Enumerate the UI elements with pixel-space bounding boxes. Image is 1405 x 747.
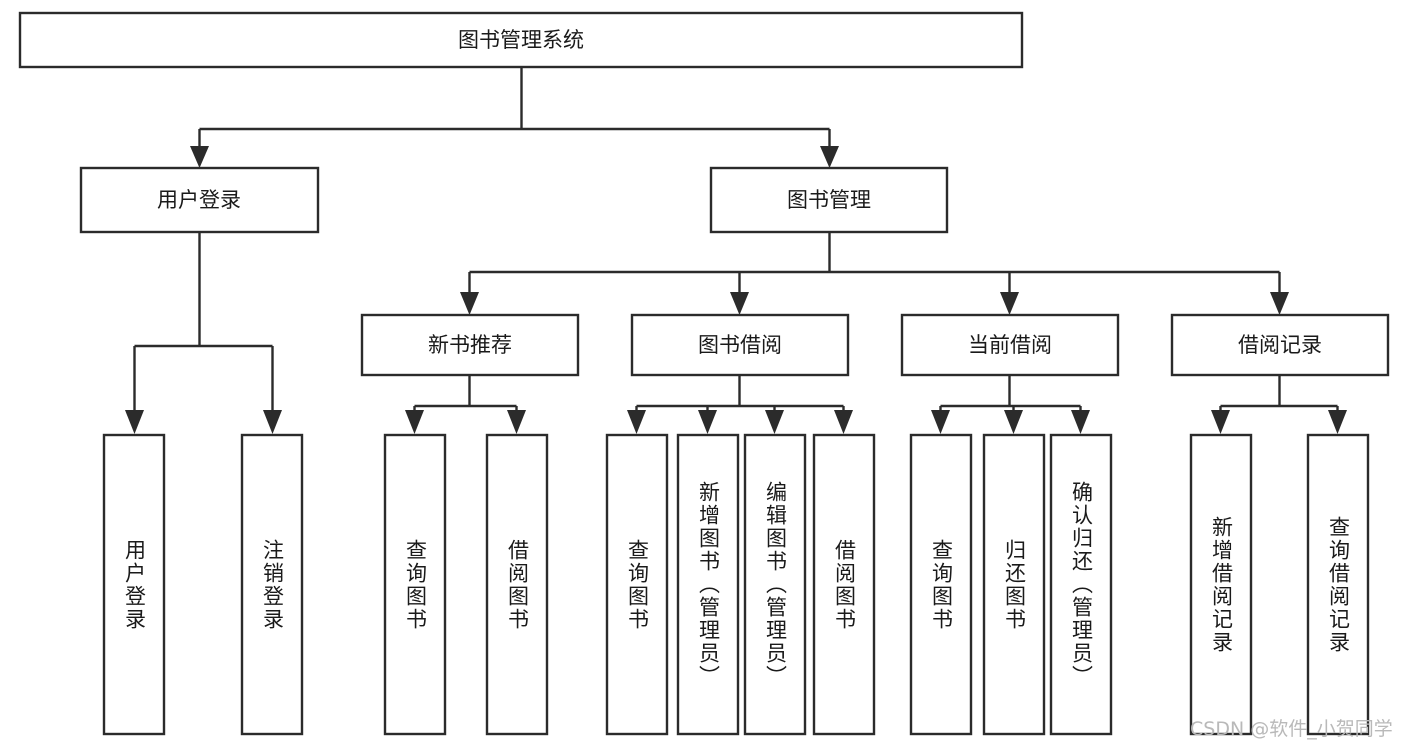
leaf-box-layer <box>102 433 1370 736</box>
arrow-head-leaf-borrow-book <box>834 410 853 434</box>
node-root-label: 图书管理系统 <box>458 28 584 52</box>
arrow-head-leaf-confirm-return <box>1071 410 1090 434</box>
node-book-manage-label: 图书管理 <box>787 188 871 212</box>
arrow-head-leaf-query-book-cur <box>931 410 950 434</box>
node-borrow-record-label: 借阅记录 <box>1238 333 1322 357</box>
node-new-book-rec[interactable]: 新书推荐 <box>360 313 580 377</box>
node-leaf-confirm-return-box[interactable] <box>1049 433 1113 736</box>
arrow-head-book-manage <box>820 146 839 168</box>
node-leaf-query-book-cur-box[interactable] <box>909 433 973 736</box>
node-leaf-return-book-box[interactable] <box>982 433 1046 736</box>
arrow-head-leaf-return-book <box>1004 410 1023 434</box>
node-new-book-rec-box[interactable] <box>360 313 580 377</box>
node-borrow-record[interactable]: 借阅记录 <box>1170 313 1390 377</box>
node-book-borrow[interactable]: 图书借阅 <box>630 313 850 377</box>
arrow-head-book-borrow <box>730 292 749 315</box>
node-leaf-add-record-box[interactable] <box>1189 433 1253 736</box>
node-leaf-edit-book-box[interactable] <box>743 433 807 736</box>
node-book-manage[interactable]: 图书管理 <box>709 166 949 234</box>
arrow-head-leaf-query-record <box>1328 410 1347 434</box>
node-user-login-label: 用户登录 <box>157 188 241 212</box>
node-leaf-borrow-book-box[interactable] <box>812 433 876 736</box>
node-user-login-box[interactable] <box>79 166 320 234</box>
arrow-head-leaf-edit-book <box>765 410 784 434</box>
arrow-head-leaf-logout <box>263 410 282 434</box>
node-leaf-query-book-borrow-box[interactable] <box>605 433 669 736</box>
node-leaf-add-book-box[interactable] <box>676 433 740 736</box>
arrow-head-leaf-add-book <box>698 410 717 434</box>
node-borrow-record-box[interactable] <box>1170 313 1390 377</box>
arrow-head-leaf-user-login <box>125 410 144 434</box>
arrow-head-leaf-borrow-book-rec <box>507 410 526 434</box>
node-new-book-rec-label: 新书推荐 <box>428 333 512 357</box>
node-leaf-user-login-box[interactable] <box>102 433 166 736</box>
node-root[interactable]: 图书管理系统 <box>18 11 1024 69</box>
node-leaf-logout-box[interactable] <box>240 433 304 736</box>
arrow-head-leaf-add-record <box>1211 410 1230 434</box>
arrow-head-leaf-query-book-borrow <box>627 410 646 434</box>
node-leaf-query-record-box[interactable] <box>1306 433 1370 736</box>
node-current-borrow[interactable]: 当前借阅 <box>900 313 1120 377</box>
arrow-head-new-book-rec <box>460 292 479 315</box>
node-user-login[interactable]: 用户登录 <box>79 166 320 234</box>
arrow-head-borrow-record <box>1270 292 1289 315</box>
arrow-head-leaf-query-book-rec <box>405 410 424 434</box>
node-leaf-borrow-book-rec-box[interactable] <box>485 433 549 736</box>
node-current-borrow-label: 当前借阅 <box>968 333 1052 357</box>
node-leaf-query-book-rec-box[interactable] <box>383 433 447 736</box>
connector-layer <box>125 67 1347 434</box>
node-current-borrow-box[interactable] <box>900 313 1120 377</box>
node-root-box[interactable] <box>18 11 1024 69</box>
csdn-watermark: CSDN @软件_小贺同学 <box>1190 718 1393 740</box>
arrow-head-current-borrow <box>1000 292 1019 315</box>
node-book-manage-box[interactable] <box>709 166 949 234</box>
node-book-borrow-label: 图书借阅 <box>698 333 782 357</box>
node-book-borrow-box[interactable] <box>630 313 850 377</box>
arrow-head-user-login <box>190 146 209 168</box>
